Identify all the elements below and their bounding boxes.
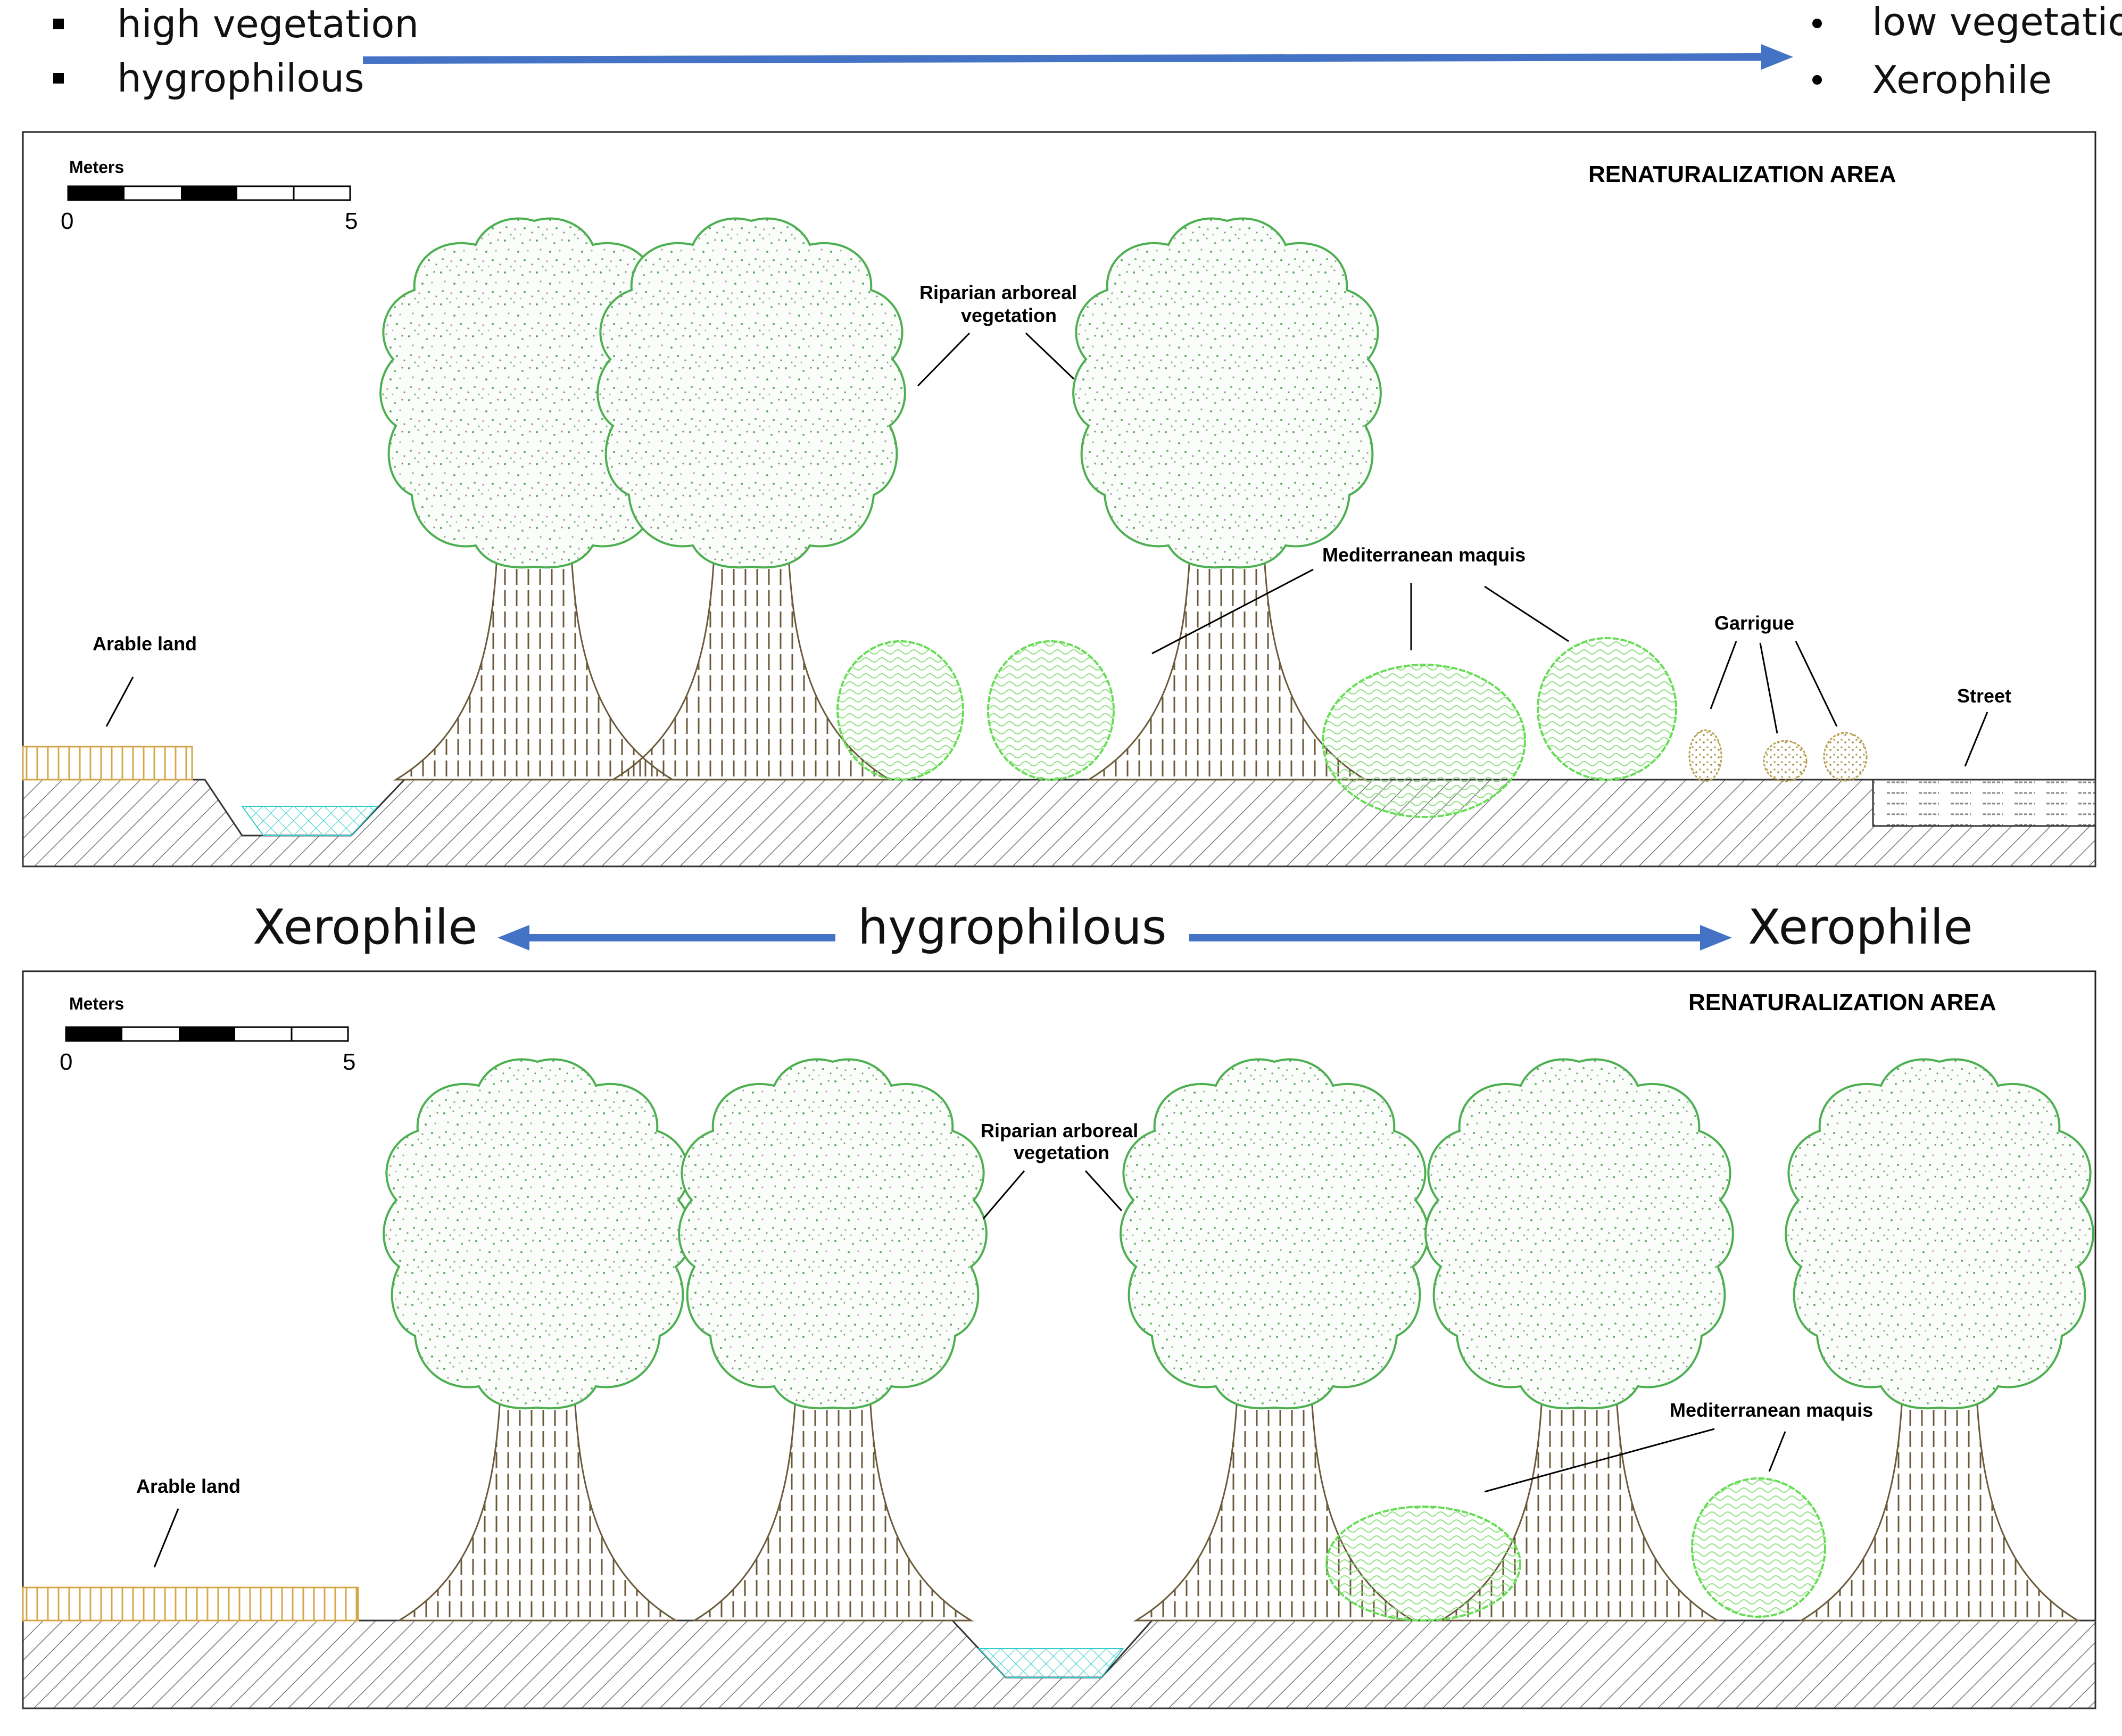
garrigue-shrub bbox=[1823, 732, 1868, 782]
leader-line bbox=[982, 1170, 1025, 1219]
riparian-tree bbox=[678, 1058, 988, 1622]
legend-left-xerophile: Xerophile bbox=[253, 899, 478, 955]
bullet-square bbox=[53, 73, 64, 84]
scale-max: 5 bbox=[345, 208, 358, 234]
gradient-arrow-head bbox=[1761, 44, 1793, 70]
legend-center-hygrophilous: hygrophilous bbox=[858, 899, 1167, 955]
scale-unit: Meters bbox=[69, 994, 124, 1013]
legend-right-xerophile: Xerophile bbox=[1748, 899, 1973, 955]
panel-title: RENATURALIZATION AREA bbox=[1688, 989, 1996, 1015]
leader-line bbox=[1484, 585, 1569, 642]
panel-1: Meters 0 5 RENATURALIZATION AREA Arable … bbox=[22, 131, 2096, 867]
maquis-shrub bbox=[1691, 1477, 1826, 1618]
label-mediterranean-maquis: Mediterranean maquis bbox=[1670, 1399, 1873, 1421]
garrigue-shrub bbox=[1763, 740, 1808, 782]
riparian-tree bbox=[383, 1058, 692, 1622]
label-street: Street bbox=[1957, 685, 2011, 707]
middle-legend: Xerophile hygrophilous Xerophile bbox=[253, 899, 1973, 955]
bullet-dot bbox=[1812, 19, 1822, 28]
bullet-dot bbox=[1812, 75, 1822, 85]
arable-fence bbox=[22, 746, 193, 781]
bullet-square bbox=[53, 19, 64, 29]
scale-unit: Meters bbox=[69, 158, 124, 177]
street-surface bbox=[1872, 779, 2096, 827]
panel-2: Meters 0 5 RENATURALIZATION AREA Arable … bbox=[22, 970, 2096, 1709]
riparian-tree bbox=[1785, 1058, 2094, 1622]
leader-line bbox=[1151, 568, 1314, 655]
label-arable-land: Arable land bbox=[93, 633, 197, 655]
garrigue-shrub bbox=[1688, 729, 1722, 782]
leader-line bbox=[1768, 1431, 1786, 1472]
maquis-shrub bbox=[836, 640, 964, 781]
arrow-right-head bbox=[1700, 925, 1732, 950]
scale-max: 5 bbox=[343, 1049, 355, 1075]
water-channel bbox=[241, 806, 379, 836]
scale-min: 0 bbox=[60, 1049, 72, 1075]
arrow-left-head bbox=[498, 925, 529, 950]
leader-line bbox=[1964, 712, 1988, 767]
leader-line bbox=[1795, 641, 1838, 727]
legend-xerophile: Xerophile bbox=[1872, 57, 2052, 102]
leader-line bbox=[1759, 642, 1778, 734]
label-riparian-line2: vegetation bbox=[1014, 1142, 1109, 1163]
top-legend: high vegetation hygrophilous low vegetat… bbox=[53, 0, 2122, 102]
label-garrigue: Garrigue bbox=[1714, 612, 1794, 634]
riparian-tree bbox=[1072, 217, 1382, 781]
leader-line bbox=[105, 676, 134, 727]
water-channel bbox=[977, 1648, 1124, 1678]
legend-low-vegetation: low vegetation bbox=[1872, 0, 2122, 44]
leader-line bbox=[1710, 641, 1737, 709]
leader-line bbox=[1484, 1428, 1715, 1493]
maquis-shrub bbox=[1322, 664, 1526, 818]
label-riparian-line1: Riparian arboreal bbox=[919, 282, 1077, 303]
panel-title: RENATURALIZATION AREA bbox=[1588, 161, 1896, 187]
scale-bar: Meters 0 5 bbox=[61, 158, 358, 234]
legend-high-vegetation: high vegetation bbox=[117, 2, 419, 46]
legend-hygrophilous: hygrophilous bbox=[117, 56, 364, 101]
scale-bar: Meters 0 5 bbox=[60, 994, 355, 1075]
leader-line bbox=[1025, 332, 1075, 380]
label-riparian-line2: vegetation bbox=[961, 304, 1057, 326]
scale-min: 0 bbox=[61, 208, 73, 234]
arable-fence bbox=[22, 1586, 359, 1622]
leader-line bbox=[153, 1508, 179, 1568]
gradient-arrow-shaft bbox=[362, 53, 1767, 64]
maquis-shrub bbox=[987, 640, 1115, 781]
leader-line bbox=[1084, 1170, 1123, 1212]
maquis-shrub bbox=[1537, 637, 1677, 781]
label-riparian-line1: Riparian arboreal bbox=[981, 1120, 1138, 1142]
leader-line bbox=[917, 332, 971, 387]
maquis-shrub bbox=[1325, 1506, 1521, 1622]
label-mediterranean-maquis: Mediterranean maquis bbox=[1322, 544, 1526, 566]
label-arable-land: Arable land bbox=[136, 1475, 241, 1497]
